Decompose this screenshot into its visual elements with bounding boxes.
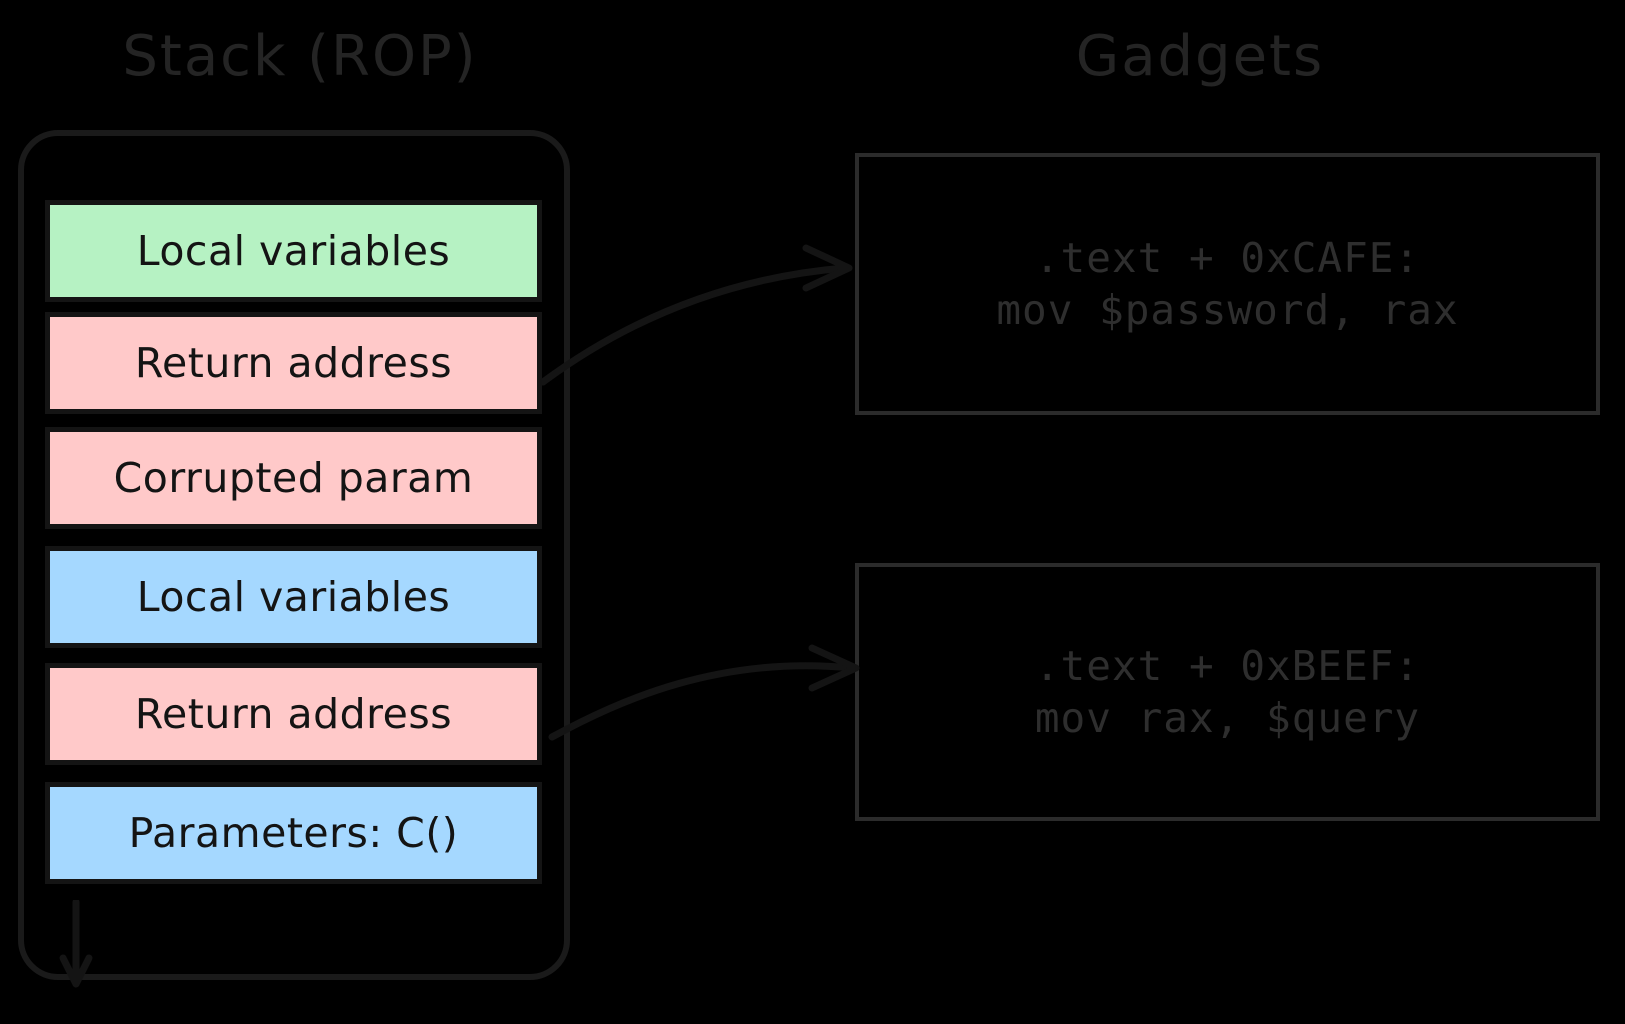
stack-slot-corrupted-param[interactable]: Corrupted param <box>45 427 542 529</box>
stack-slot-return-address-upper[interactable]: Return address <box>45 312 542 414</box>
gadget-box-cafe[interactable]: .text + 0xCAFE: mov $password, rax <box>855 153 1600 415</box>
stack-column-title: Stack (ROP) <box>122 24 478 89</box>
gadget-box-beef[interactable]: .text + 0xBEEF: mov rax, $query <box>855 563 1600 821</box>
stack-growth-direction-arrow <box>59 900 93 988</box>
connector-return-address-to-cafe <box>539 244 853 386</box>
gadget-address-line: .text + 0xBEEF: <box>1034 641 1421 690</box>
stack-slot-parameters-c[interactable]: Parameters: C() <box>45 782 542 884</box>
connector-return-address-to-beef <box>548 644 860 741</box>
stack-slot-label: Return address <box>134 339 453 387</box>
gadget-address-line: .text + 0xCAFE: <box>1034 233 1421 282</box>
stack-slot-local-variables-blue[interactable]: Local variables <box>45 546 542 648</box>
stack-slot-label: Local variables <box>136 227 451 275</box>
gadget-instruction-line: mov rax, $query <box>1034 694 1421 742</box>
stack-slot-label: Local variables <box>136 573 451 621</box>
stack-container <box>18 130 570 980</box>
gadget-instruction-line: mov $password, rax <box>996 286 1459 334</box>
stack-slot-label: Corrupted param <box>113 454 474 502</box>
stack-slot-label: Return address <box>134 690 453 738</box>
stack-slot-return-address-lower[interactable]: Return address <box>45 663 542 765</box>
stack-slot-label: Parameters: C() <box>128 809 459 857</box>
stack-slot-local-variables-green[interactable]: Local variables <box>45 200 542 302</box>
gadgets-column-title: Gadgets <box>1075 24 1325 89</box>
